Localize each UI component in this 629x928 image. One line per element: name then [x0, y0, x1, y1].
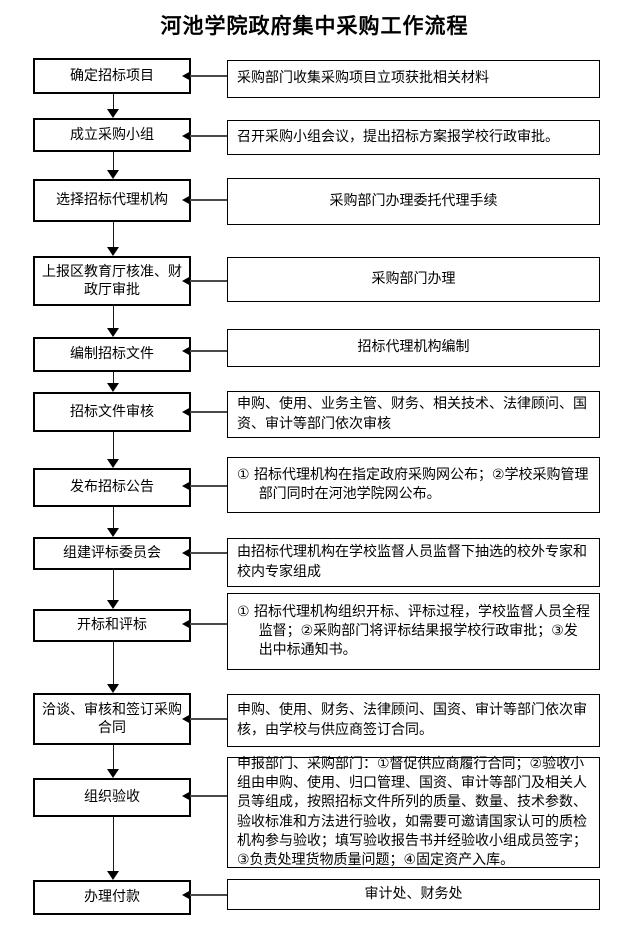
- flow-node-bid-opening: 开标和评标: [33, 609, 191, 642]
- flow-note-6: 申购、使用、业务主管、财务、相关技术、法律顾问、国资、审计等部门依次审核: [227, 391, 600, 438]
- arrow-left-icon: [182, 276, 227, 286]
- flow-node-select-agency: 选择招标代理机构: [33, 179, 191, 222]
- arrow-left-icon: [182, 195, 227, 205]
- arrow-down-icon: [107, 94, 120, 118]
- arrow-left-icon: [182, 407, 227, 417]
- arrow-down-icon: [107, 432, 120, 468]
- flow-note-text: 招标代理机构编制: [357, 339, 470, 356]
- flow-node-label: 招标文件审核: [70, 403, 154, 420]
- flow-note-4: 采购部门办理: [227, 257, 600, 302]
- flow-note-text: 审计处、财务处: [364, 885, 463, 902]
- arrow-down-icon: [107, 745, 120, 778]
- flow-note-text: 采购部门收集采购项目立项获批相关材料: [237, 70, 489, 87]
- flow-node-organize-acceptance: 组织验收: [33, 778, 191, 817]
- flow-note-text: ① 招标代理机构组织开标、评标过程，学校监督人员全程监督；②采购部门将评标结果报…: [237, 603, 590, 659]
- flow-note-1: 采购部门收集采购项目立项获批相关材料: [227, 60, 600, 98]
- flow-node-label: 发布招标公告: [70, 479, 154, 496]
- arrow-left-icon: [182, 714, 227, 724]
- flow-node-process-payment: 办理付款: [33, 880, 191, 915]
- flow-node-label: 开标和评标: [77, 617, 147, 634]
- arrow-down-icon: [107, 642, 120, 693]
- flow-node-label: 选择招标代理机构: [56, 192, 168, 209]
- flow-note-3: 采购部门办理委托代理手续: [227, 178, 600, 225]
- flow-note-text: 采购部门办理委托代理手续: [329, 192, 498, 209]
- flow-note-text: 由招标代理机构在学校监督人员监督下抽选的校外专家和校内专家组成: [237, 544, 587, 580]
- flow-node-label: 组建评标委员会: [63, 545, 161, 562]
- flow-node-prepare-documents: 编制招标文件: [33, 337, 191, 372]
- flow-note-text: 采购部门办理: [371, 270, 456, 287]
- flow-note-text: 申购、使用、业务主管、财务、相关技术、法律顾问、国资、审计等部门依次审核: [237, 396, 587, 432]
- flow-note-10: 申购、使用、财务、法律顾问、国资、审计等部门依次审核，由学校与供应商签订合同。: [227, 694, 600, 747]
- arrow-down-icon: [107, 507, 120, 537]
- flow-node-sign-contract: 洽谈、审核和签订采购合同: [33, 693, 191, 745]
- flow-node-label: 办理付款: [84, 889, 140, 906]
- flow-node-report-approval: 上报区教育厅核准、财政厅审批: [33, 256, 191, 306]
- arrow-left-icon: [182, 346, 227, 356]
- flow-note-12: 审计处、财务处: [227, 879, 600, 910]
- flow-node-label: 上报区教育厅核准、财政厅审批: [42, 263, 182, 298]
- arrow-down-icon: [107, 222, 120, 256]
- flow-note-5: 招标代理机构编制: [227, 329, 600, 367]
- flow-node-determine-project: 确定招标项目: [33, 58, 191, 94]
- arrow-down-icon: [107, 570, 120, 609]
- flow-node-form-committee: 组建评标委员会: [33, 537, 191, 570]
- flow-note-7: ① 招标代理机构在指定政府采购网公布；②学校采购管理部门同时在河池学院网公布。: [227, 457, 600, 513]
- flow-node-label: 编制招标文件: [70, 346, 154, 363]
- arrow-down-icon: [107, 152, 120, 179]
- flow-note-9: ① 招标代理机构组织开标、评标过程，学校监督人员全程监督；②采购部门将评标结果报…: [227, 593, 600, 670]
- arrow-down-icon: [107, 306, 120, 337]
- flow-node-review-documents: 招标文件审核: [33, 392, 191, 432]
- flow-note-11: 申报部门、采购部门：①督促供应商履行合同；②验收小组由申购、使用、归口管理、国资…: [227, 755, 600, 869]
- flow-node-publish-announcement: 发布招标公告: [33, 468, 191, 507]
- flow-node-label: 成立采购小组: [70, 126, 154, 143]
- flow-note-text: 召开采购小组会议，提出招标方案报学校行政审批。: [237, 128, 559, 145]
- flow-note-text: 申购、使用、财务、法律顾问、国资、审计等部门依次审核，由学校与供应商签订合同。: [237, 702, 587, 738]
- flow-note-2: 召开采购小组会议，提出招标方案报学校行政审批。: [227, 120, 600, 155]
- flow-node-label: 确定招标项目: [70, 67, 154, 84]
- flow-note-text: ① 招标代理机构在指定政府采购网公布；②学校采购管理部门同时在河池学院网公布。: [237, 466, 589, 502]
- arrow-left-icon: [182, 791, 227, 801]
- flow-node-form-group: 成立采购小组: [33, 118, 191, 152]
- page-title: 河池学院政府集中采购工作流程: [160, 13, 469, 38]
- arrow-left-icon: [182, 71, 227, 81]
- arrow-left-icon: [182, 481, 227, 491]
- flow-node-label: 组织验收: [84, 789, 140, 806]
- arrow-left-icon: [182, 548, 227, 558]
- arrow-left-icon: [182, 890, 227, 900]
- arrow-down-icon: [107, 372, 120, 392]
- arrow-left-icon: [182, 619, 227, 629]
- flow-node-label: 洽谈、审核和签订采购合同: [42, 701, 182, 736]
- arrow-down-icon: [107, 817, 120, 880]
- arrow-left-icon: [182, 131, 227, 141]
- flow-note-8: 由招标代理机构在学校监督人员监督下抽选的校外专家和校内专家组成: [227, 538, 600, 587]
- flow-note-text: 申报部门、采购部门：①督促供应商履行合同；②验收小组由申购、使用、归口管理、国资…: [237, 755, 587, 869]
